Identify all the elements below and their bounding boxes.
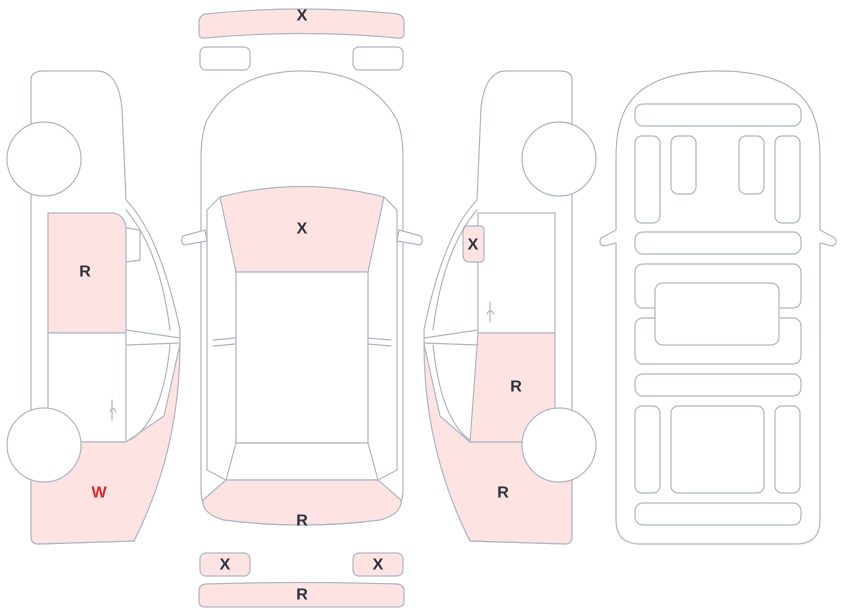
interior-passenger-seat[interactable] xyxy=(738,135,765,195)
interior-trunk-floor[interactable] xyxy=(634,502,802,526)
left-front-wheel[interactable] xyxy=(6,121,82,197)
rear-bumper-panel[interactable] xyxy=(198,581,405,608)
top-view: X R xyxy=(181,70,423,530)
right-rear-quarter-label: R xyxy=(497,485,509,502)
rear-right-light-label: X xyxy=(373,557,384,574)
interior-rear-console[interactable] xyxy=(634,373,802,397)
right-door-handle-icon xyxy=(486,301,495,323)
trunk-panel[interactable] xyxy=(202,479,402,526)
left-rear-quarter-label: W xyxy=(91,485,107,502)
right-mirror-label: X xyxy=(468,237,479,254)
right-front-wheel[interactable] xyxy=(521,121,597,197)
interior-right-front-trim[interactable] xyxy=(774,135,801,224)
windshield-label: X xyxy=(297,221,308,238)
front-view-parts: X xyxy=(198,8,405,71)
left-front-door-label: R xyxy=(79,264,91,281)
interior-left-front-trim[interactable] xyxy=(634,135,661,224)
rear-right-light-panel[interactable] xyxy=(352,552,404,577)
rear-bumper-label: R xyxy=(296,587,308,604)
rear-left-light-panel[interactable] xyxy=(199,552,251,577)
interior-dashboard[interactable] xyxy=(634,103,802,127)
rear-window-panel[interactable] xyxy=(225,442,379,481)
front-left-light-panel[interactable] xyxy=(199,46,251,71)
left-rear-wheel[interactable] xyxy=(6,407,82,483)
interior-right-rear-trim[interactable] xyxy=(774,405,801,494)
front-bumper-label: X xyxy=(297,8,308,25)
left-door-handle-icon xyxy=(109,399,117,421)
trunk-label: R xyxy=(296,513,308,530)
interior-driver-seat[interactable] xyxy=(670,135,697,195)
top-right-mirror[interactable] xyxy=(396,229,423,246)
interior-left-rear-trim[interactable] xyxy=(634,405,661,494)
interior-front-console[interactable] xyxy=(634,231,802,255)
left-rear-quarter-panel[interactable] xyxy=(30,343,181,545)
left-side-view: R W xyxy=(6,70,181,545)
left-front-door-panel[interactable] xyxy=(47,212,127,334)
rear-view-parts: X X R xyxy=(198,552,405,608)
right-rear-door-label: R xyxy=(510,379,522,396)
top-left-mirror[interactable] xyxy=(181,229,208,246)
interior-center-console[interactable] xyxy=(654,282,780,346)
front-right-light-panel[interactable] xyxy=(352,46,404,71)
rear-left-light-label: X xyxy=(220,557,231,574)
interior-view xyxy=(599,70,837,545)
roof-panel[interactable] xyxy=(235,271,369,444)
front-bumper-panel[interactable] xyxy=(198,8,405,39)
right-rear-wheel[interactable] xyxy=(521,407,597,483)
right-side-view: X R R xyxy=(423,70,597,545)
right-rear-quarter-panel[interactable] xyxy=(423,343,573,545)
interior-rear-seat[interactable] xyxy=(670,405,765,494)
